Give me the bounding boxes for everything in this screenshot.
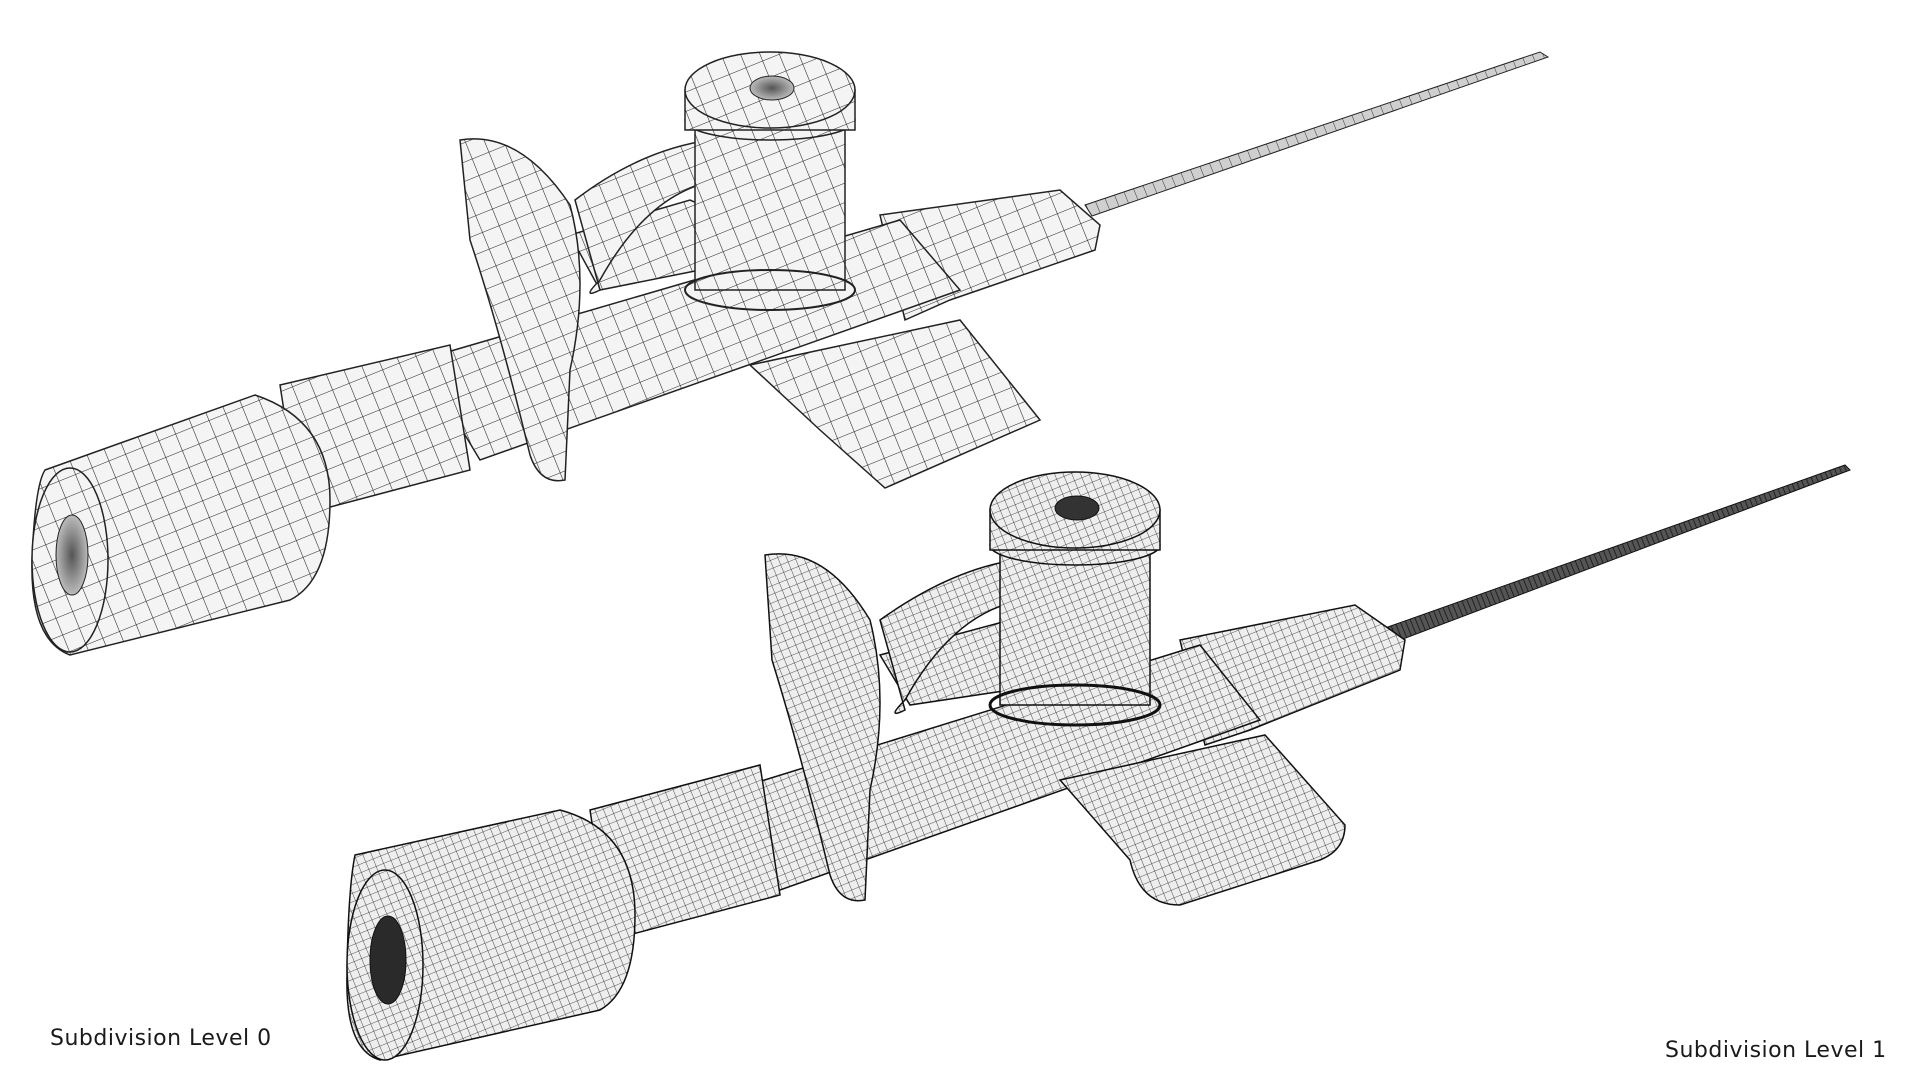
- injection-port: [694, 119, 846, 291]
- port-cap-opening: [1054, 495, 1100, 521]
- label-subdivision-level-1: Subdivision Level 1: [1665, 1038, 1887, 1063]
- port-base-ring: [684, 269, 856, 311]
- front-wing: [748, 319, 1042, 489]
- cannula-model-level-0: [31, 51, 1550, 656]
- finger-grip: [459, 138, 581, 482]
- port-strap: [879, 559, 1026, 715]
- port-base-ring: [988, 683, 1162, 727]
- injection-port: [999, 544, 1151, 706]
- front-wing: [1058, 734, 1346, 906]
- label-subdivision-level-0: Subdivision Level 0: [50, 1026, 272, 1051]
- cap-opening: [55, 514, 89, 596]
- cannula-model-level-1: [346, 464, 1851, 1061]
- port-strap: [574, 139, 721, 295]
- port-cap-opening: [749, 75, 795, 101]
- needle: [1084, 51, 1550, 217]
- cap-opening: [369, 915, 407, 1005]
- needle: [1384, 464, 1851, 643]
- finger-grip: [764, 553, 881, 902]
